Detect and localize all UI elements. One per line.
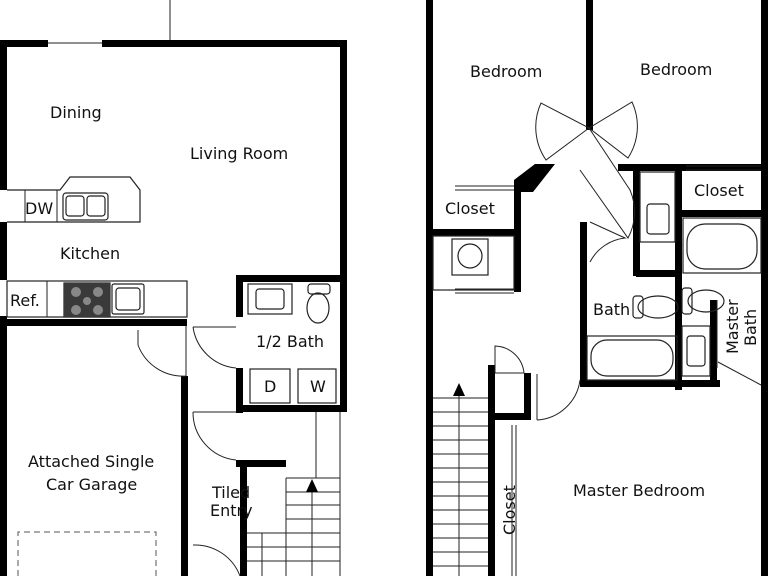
refrigerator-label: Ref. [10, 291, 40, 310]
dishwasher-label: DW [25, 199, 53, 218]
garage-label-line2: Car Garage [46, 475, 137, 494]
first-floor-stairs [247, 412, 341, 576]
master-bath-label-line2: Bath [741, 309, 760, 346]
bath-label: Bath [593, 300, 630, 319]
bath-fixtures [586, 171, 762, 381]
bedroom-right-label: Bedroom [640, 60, 712, 79]
linen-closet [432, 235, 515, 291]
closet-vertical-label: Closet [500, 485, 519, 535]
sliding-doors [455, 165, 761, 576]
washer-label: W [310, 377, 326, 396]
half-bath-label: 1/2 Bath [256, 332, 324, 351]
kitchen-label: Kitchen [60, 244, 120, 263]
living-room-label: Living Room [190, 144, 288, 163]
half-bath-fixtures [247, 283, 337, 404]
bedroom-left-label: Bedroom [470, 62, 542, 81]
kitchen-island [7, 176, 141, 223]
tiled-entry-label-line1: Tiled [211, 483, 250, 502]
master-bath-label-line1: Master [723, 299, 742, 354]
kitchen-counter [6, 280, 188, 318]
tiled-entry-label-line2: Entry [210, 501, 253, 520]
second-floor-walls [426, 0, 768, 576]
dining-label: Dining [50, 103, 102, 122]
bath-doors [494, 221, 762, 421]
second-floor-stairs [433, 383, 488, 576]
master-bedroom-label: Master Bedroom [573, 481, 705, 500]
left-doors [137, 326, 241, 576]
bedroom-doors [535, 101, 638, 239]
closet-left-label: Closet [445, 199, 495, 218]
closet-right-label: Closet [694, 181, 744, 200]
first-floor-walls [0, 40, 347, 576]
garage-label-line1: Attached Single [28, 452, 154, 471]
dryer-label: D [264, 377, 276, 396]
